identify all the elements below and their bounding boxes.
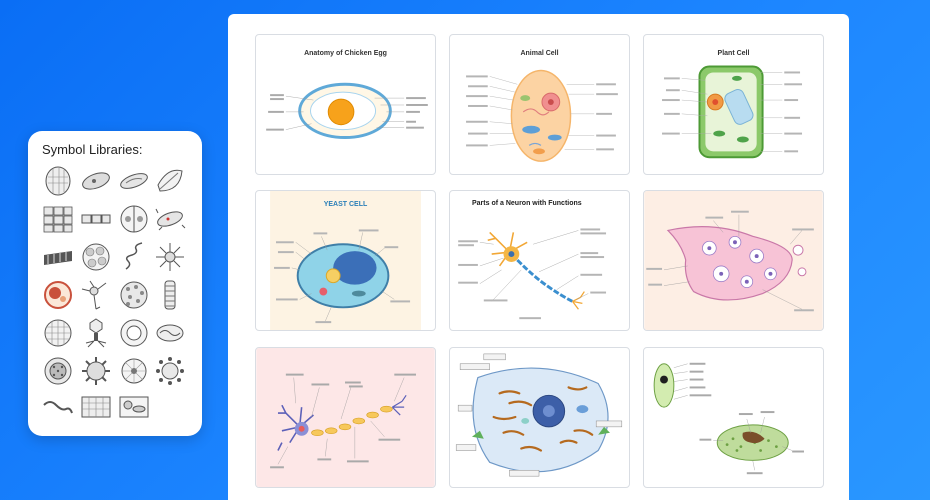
template-card-neuron-myelin[interactable] — [255, 347, 436, 488]
net-cell-icon[interactable] — [42, 317, 74, 349]
template-card-protozoa[interactable] — [643, 347, 824, 488]
card-title: Parts of a Neuron with Functions — [472, 200, 582, 207]
bacillus-icon[interactable] — [154, 203, 186, 235]
round-virus-icon[interactable] — [42, 355, 74, 387]
template-gallery: Anatomy of Chicken Egg Animal Cell — [228, 14, 849, 500]
bacterium-icon[interactable] — [118, 165, 150, 197]
spirochete-icon[interactable] — [118, 241, 150, 273]
red-cell-icon[interactable] — [42, 279, 74, 311]
card-title: YEAST CELL — [323, 201, 368, 208]
chicken-egg-thumbnail — [266, 82, 428, 140]
plant-cell-thumbnail — [662, 65, 803, 159]
bacteriophage-icon[interactable] — [80, 317, 112, 349]
round-cell-icon[interactable] — [80, 241, 112, 273]
card-title: Anatomy of Chicken Egg — [304, 50, 387, 57]
card-title: Plant Cell — [717, 50, 750, 57]
radial-cell-icon[interactable] — [118, 355, 150, 387]
neuron-icon[interactable] — [80, 279, 112, 311]
yeast-cell-thumbnail — [270, 191, 421, 330]
card-title: Animal Cell — [520, 50, 559, 57]
neuron-thumbnail — [458, 228, 607, 320]
template-card-protein-transport[interactable] — [449, 347, 630, 488]
sun-virus-icon[interactable] — [154, 355, 186, 387]
animal-cell-thumbnail — [466, 69, 618, 162]
paramecium-icon[interactable] — [80, 165, 112, 197]
template-card-tissue-section[interactable] — [643, 190, 824, 331]
cylinder-icon[interactable] — [154, 279, 186, 311]
leaf-cell-icon[interactable] — [154, 165, 186, 197]
template-card-neuron[interactable]: Parts of a Neuron with Functions — [449, 190, 630, 331]
template-card-plant-cell[interactable]: Plant Cell — [643, 34, 824, 175]
tissue-strip-icon[interactable] — [42, 241, 74, 273]
cell-mesh-icon[interactable] — [42, 165, 74, 197]
organelle-icon[interactable] — [154, 317, 186, 349]
template-card-chicken-egg[interactable]: Anatomy of Chicken Egg — [255, 34, 436, 175]
coccus-cluster-icon[interactable] — [118, 279, 150, 311]
symbol-libraries-title: Symbol Libraries: — [42, 142, 143, 157]
dividing-cell-icon[interactable] — [118, 203, 150, 235]
mixed-cells-icon[interactable] — [118, 391, 150, 423]
protein-transport-thumbnail — [455, 353, 623, 477]
ring-cell-icon[interactable] — [118, 317, 150, 349]
spiky-virus-icon[interactable] — [154, 241, 186, 273]
template-card-yeast-cell[interactable]: YEAST CELL — [255, 190, 436, 331]
template-card-animal-cell[interactable]: Animal Cell — [449, 34, 630, 175]
worm-icon[interactable] — [42, 391, 74, 423]
spiked-ball-icon[interactable] — [80, 355, 112, 387]
neuron-myelin-thumbnail — [256, 348, 435, 487]
cell-cluster-icon[interactable] — [42, 203, 74, 235]
cell-chain-icon[interactable] — [80, 203, 112, 235]
protozoa-thumbnail — [653, 362, 804, 475]
symbol-libraries-panel: Symbol Libraries: — [28, 131, 202, 436]
tissue-grid-icon[interactable] — [80, 391, 112, 423]
tissue-section-thumbnail — [644, 191, 823, 330]
